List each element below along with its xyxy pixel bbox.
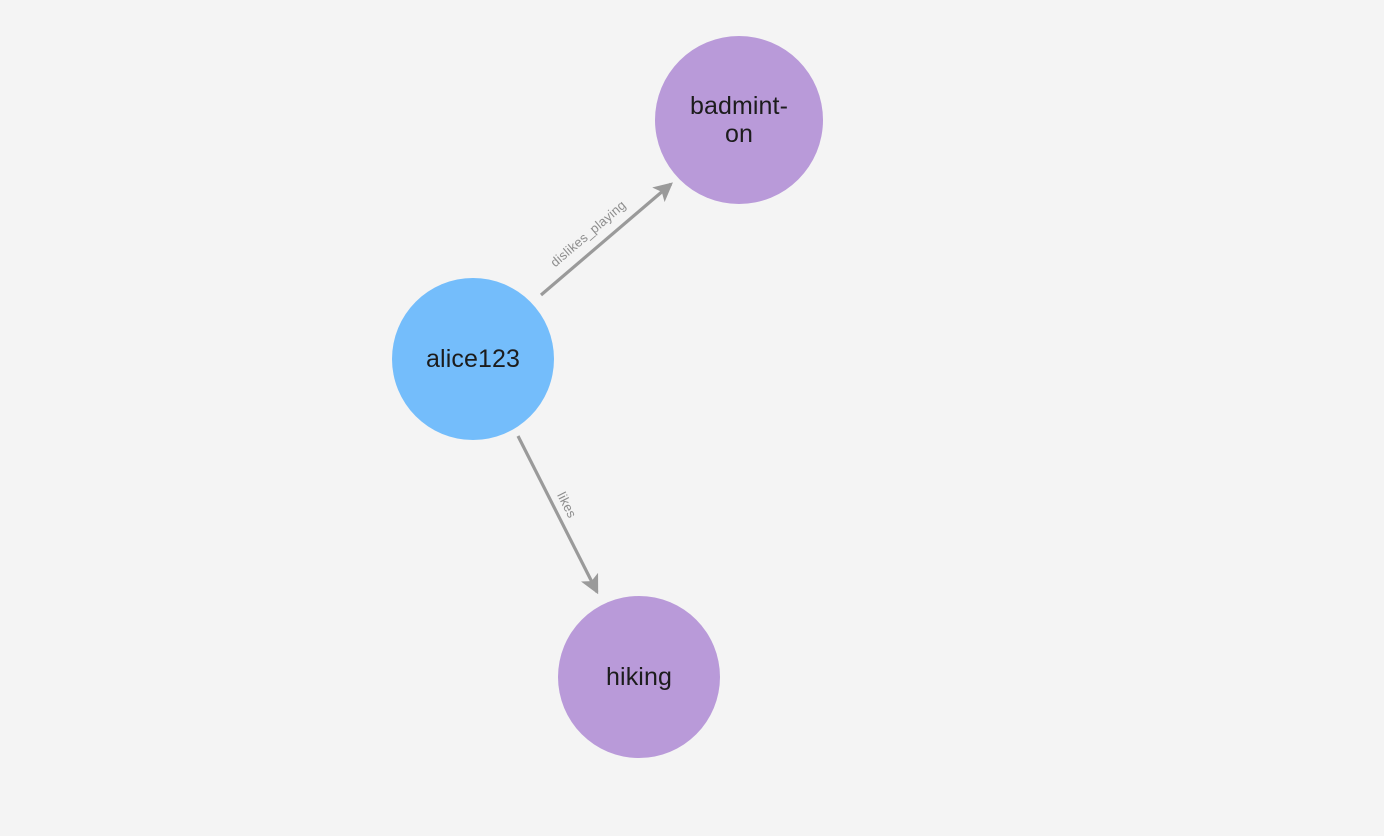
graph-node-badminton[interactable]: badmint- on: [655, 36, 823, 204]
edge-line-dislikes-playing: [539, 182, 673, 297]
node-label-badminton: badmint- on: [689, 92, 789, 148]
graph-node-hiking[interactable]: hiking: [558, 596, 720, 758]
edge-alice123-badminton[interactable]: dislikes_playing: [539, 182, 673, 297]
edge-line-likes: [516, 435, 599, 595]
edge-alice123-hiking[interactable]: likes: [516, 435, 599, 595]
node-label-hiking: hiking: [606, 663, 672, 691]
graph-node-alice123[interactable]: alice123: [392, 278, 554, 440]
node-label-alice123: alice123: [426, 345, 520, 373]
edge-label-dislikes-playing: dislikes_playing: [547, 197, 628, 270]
